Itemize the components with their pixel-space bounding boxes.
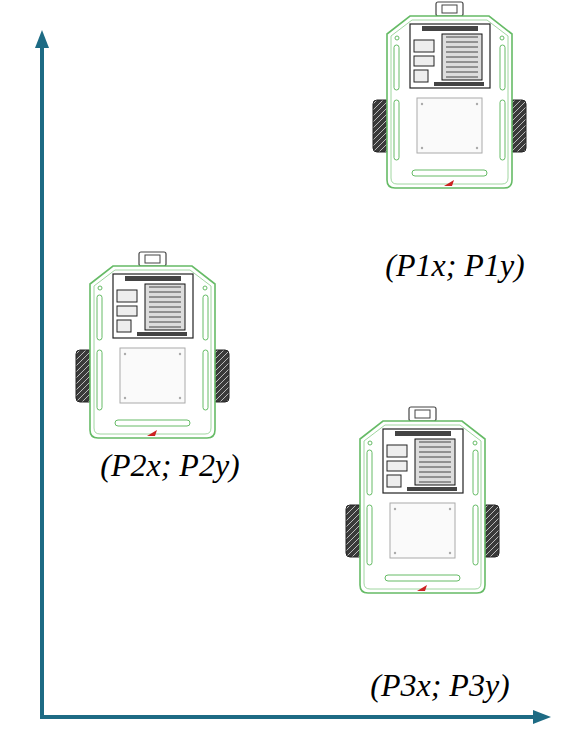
robot-2 xyxy=(76,252,229,438)
position-label: (P2x; P2y) xyxy=(100,448,239,483)
robot-3 xyxy=(346,407,499,593)
robot-1 xyxy=(373,2,526,188)
position-label: (P1x; P1y) xyxy=(385,248,524,283)
position-label: (P3x; P3y) xyxy=(370,668,509,703)
